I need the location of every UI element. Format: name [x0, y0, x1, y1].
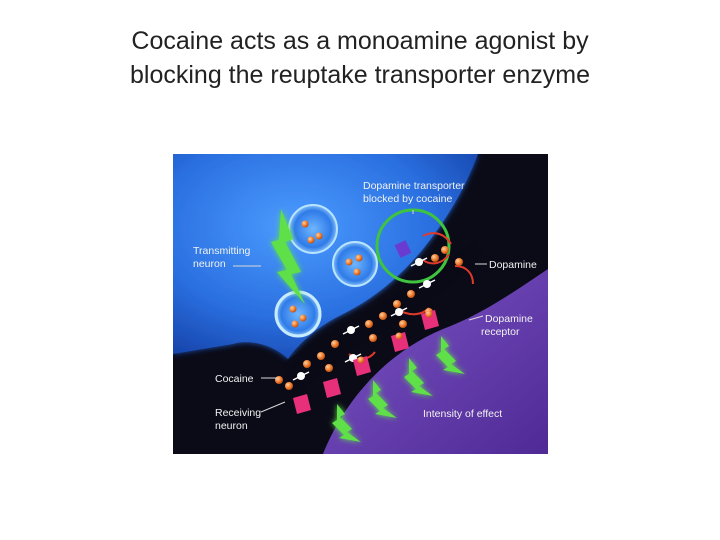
dopamine-molecule-icon [303, 360, 311, 368]
label-intensity: Intensity of effect [423, 408, 502, 420]
dopamine-molecule-icon [275, 376, 283, 384]
receptor-icon [421, 310, 439, 330]
label-transporter-1: Dopamine transporter [363, 180, 465, 192]
label-receptor-2: receptor [481, 326, 520, 338]
label-transporter-2: blocked by cocaine [363, 193, 452, 205]
dopamine-molecule-icon [407, 290, 415, 298]
label-receiving-1: Receiving [215, 407, 261, 419]
dopamine-molecule-icon [331, 340, 339, 348]
receptor-icon [323, 378, 341, 398]
dopamine-molecule-icon [431, 254, 439, 262]
cocaine-molecule-icon [418, 279, 436, 289]
vesicle-1 [288, 204, 338, 254]
dopamine-molecule-icon [455, 258, 463, 266]
vesicle-3 [274, 290, 322, 338]
dopamine-molecule-icon [369, 334, 377, 342]
cocaine-molecule-icon [390, 307, 408, 317]
dopamine-molecules [275, 246, 463, 390]
dopamine-molecule-icon [317, 352, 325, 360]
cocaine-molecule-icon [410, 257, 428, 267]
receptor-icon [391, 332, 409, 352]
label-receptor-1: Dopamine [485, 313, 533, 325]
lightning-arrow-icon [404, 358, 433, 396]
cocaine-molecules [292, 257, 436, 381]
receptor-icon [293, 394, 311, 414]
dopamine-molecule-icon [365, 320, 373, 328]
label-cocaine: Cocaine [215, 373, 254, 385]
label-transmitting-2: neuron [193, 258, 226, 270]
title-line-2: blocking the reuptake transporter enzyme [130, 61, 590, 89]
lightning-arrow-icon [436, 336, 465, 374]
receptors [293, 310, 439, 414]
effect-arrows [332, 336, 465, 442]
cocaine-molecule-icon [342, 325, 360, 335]
vesicle-2 [332, 241, 378, 287]
label-receiving-2: neuron [215, 420, 248, 432]
cocaine-molecule-icon [292, 371, 310, 381]
dopamine-molecule-icon [399, 320, 407, 328]
lightning-arrow-icon [368, 380, 397, 418]
synapse-diagram: Dopamine transporter blocked by cocaine … [173, 154, 548, 454]
dopamine-molecule-icon [441, 246, 449, 254]
synapse-svg: Dopamine transporter blocked by cocaine … [173, 154, 548, 454]
title-line-1: Cocaine acts as a monoamine agonist by [131, 27, 589, 55]
lightning-arrow-icon [271, 209, 305, 304]
lightning-arrow-icon [332, 404, 361, 442]
transmitting-neuron [173, 154, 478, 359]
slide-title: Cocaine acts as a monoamine agonist by b… [40, 24, 680, 92]
label-dopamine: Dopamine [489, 259, 537, 271]
dopamine-molecule-icon [379, 312, 387, 320]
receptor-icon [353, 356, 371, 376]
dopamine-molecule-icon [393, 300, 401, 308]
dopamine-molecule-icon [325, 364, 333, 372]
dopamine-molecule-icon [285, 382, 293, 390]
label-transmitting-1: Transmitting [193, 245, 251, 257]
leader-lines [233, 210, 487, 413]
transporter-icon [394, 240, 412, 258]
